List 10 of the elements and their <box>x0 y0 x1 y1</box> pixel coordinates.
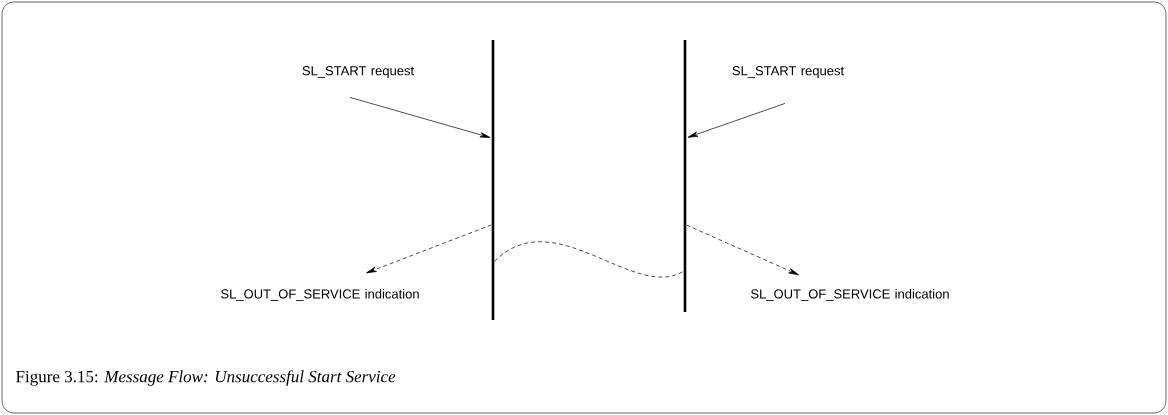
message-arrow <box>687 103 786 138</box>
message-label: SL_OUT_OF_SERVICE indication <box>751 289 949 301</box>
message-label: SL_START request <box>302 66 414 78</box>
figure-caption: Figure 3.15: Message Flow: Unsuccessful Start Service <box>16 370 396 386</box>
message-arrow <box>366 224 492 274</box>
message-label: SL_START request <box>732 66 844 78</box>
message-arrow <box>686 224 799 276</box>
message-label: SL_OUT_OF_SERVICE indication <box>221 289 419 301</box>
message-arrow <box>349 97 491 138</box>
dashed-curve <box>494 241 684 278</box>
